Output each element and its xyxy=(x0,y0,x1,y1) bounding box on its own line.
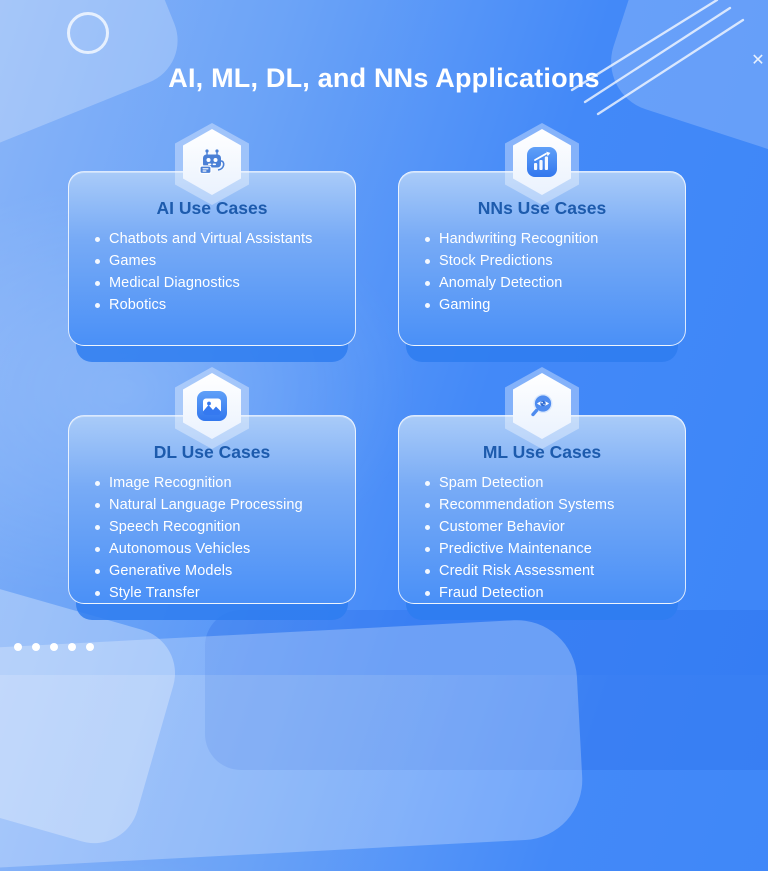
circle-outline-decoration xyxy=(67,12,109,54)
pagination-dot[interactable] xyxy=(50,643,58,651)
pagination-dot[interactable] xyxy=(14,643,22,651)
list-item: Recommendation Systems xyxy=(423,494,671,516)
list-item: Customer Behavior xyxy=(423,516,671,538)
card-ml-use-cases: ML Use Cases Spam Detection Recommendati… xyxy=(398,367,686,620)
list-item: Credit Risk Assessment xyxy=(423,560,671,582)
card-nns-use-cases: NNs Use Cases Handwriting Recognition St… xyxy=(398,123,686,362)
list-item: Robotics xyxy=(93,294,341,316)
list-item: Image Recognition xyxy=(93,472,341,494)
close-icon[interactable]: ✕ xyxy=(751,50,765,69)
list-item: Stock Predictions xyxy=(423,250,671,272)
list-item: Chatbots and Virtual Assistants xyxy=(93,228,341,250)
pagination-dots xyxy=(14,643,94,651)
use-case-list: Handwriting Recognition Stock Prediction… xyxy=(399,228,685,316)
list-item: Speech Recognition xyxy=(93,516,341,538)
use-case-list: Chatbots and Virtual Assistants Games Me… xyxy=(69,228,355,316)
growth-chart-icon xyxy=(527,147,557,177)
list-item: Games xyxy=(93,250,341,272)
badge-hexagon xyxy=(513,129,571,195)
image-icon xyxy=(197,391,227,421)
list-item: Medical Diagnostics xyxy=(93,272,341,294)
list-item: Fraud Detection xyxy=(423,582,671,604)
dark-hexagon-decoration-bottom xyxy=(205,610,768,770)
card-ai-use-cases: AI Use Cases Chatbots and Virtual Assist… xyxy=(68,123,356,362)
card-dl-use-cases: DL Use Cases Image Recognition Natural L… xyxy=(68,367,356,620)
page-title: AI, ML, DL, and NNs Applications xyxy=(168,63,600,93)
card-title: NNs Use Cases xyxy=(477,198,607,218)
list-item: Anomaly Detection xyxy=(423,272,671,294)
magnifier-eye-icon xyxy=(531,393,553,417)
light-wash-decoration-bottom xyxy=(0,617,586,871)
badge-hexagon xyxy=(183,373,241,439)
badge-hexagon xyxy=(513,373,571,439)
card-title: AI Use Cases xyxy=(156,198,268,218)
list-item: Spam Detection xyxy=(423,472,671,494)
list-item: Generative Models xyxy=(93,560,341,582)
use-case-list: Spam Detection Recommendation Systems Cu… xyxy=(399,472,685,604)
pagination-dot[interactable] xyxy=(68,643,76,651)
pagination-dot[interactable] xyxy=(86,643,94,651)
list-item: Style Transfer xyxy=(93,582,341,604)
pagination-dot[interactable] xyxy=(32,643,40,651)
list-item: Gaming xyxy=(423,294,671,316)
list-item: Predictive Maintenance xyxy=(423,538,671,560)
robot-chat-icon xyxy=(199,149,225,175)
list-item: Autonomous Vehicles xyxy=(93,538,341,560)
use-case-list: Image Recognition Natural Language Proce… xyxy=(69,472,355,604)
card-title: DL Use Cases xyxy=(153,442,271,462)
badge-hexagon xyxy=(183,129,241,195)
card-title: ML Use Cases xyxy=(482,442,602,462)
list-item: Handwriting Recognition xyxy=(423,228,671,250)
list-item: Natural Language Processing xyxy=(93,494,341,516)
